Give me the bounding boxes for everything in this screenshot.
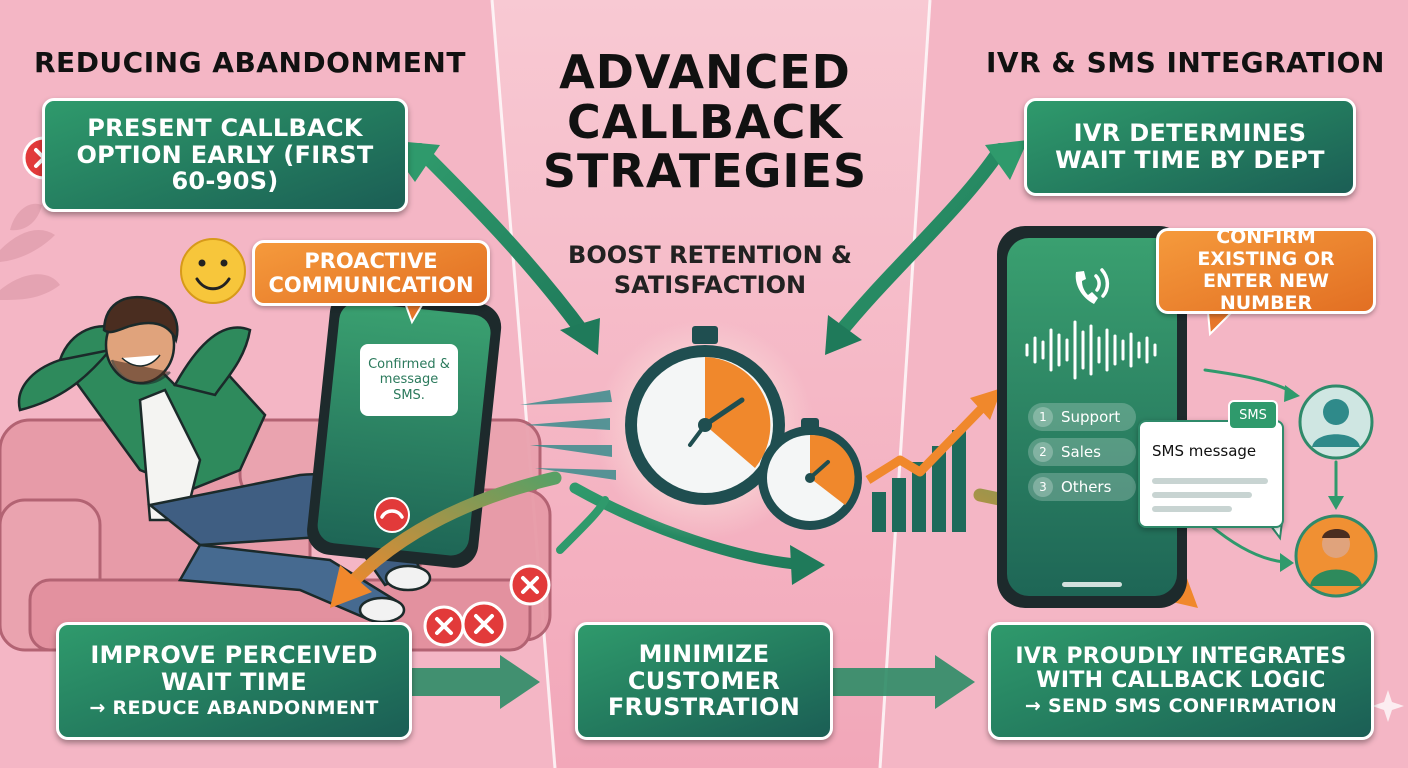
hangup-icon	[374, 497, 410, 533]
card-perceived-wait-sub: → REDUCE ABANDONMENT	[89, 697, 379, 720]
card-ivr-integrates: IVR PROUDLY INTEGRATES WITH CALLBACK LOG…	[988, 622, 1374, 740]
right-heading: IVR & SMS INTEGRATION	[986, 46, 1385, 79]
user-icon	[1298, 384, 1374, 460]
sms-message-card: SMS message	[1138, 420, 1284, 528]
bottom-arrows	[412, 655, 975, 709]
card-perceived-wait: IMPROVE PERCEIVED WAIT TIME → REDUCE ABA…	[56, 622, 412, 740]
sms-message-text: SMS message	[1152, 442, 1257, 460]
phone-message: Confirmed & message SMS.	[360, 344, 458, 416]
card-perceived-wait-main: IMPROVE PERCEIVED WAIT TIME	[90, 641, 378, 697]
sparkle-icon	[1372, 690, 1404, 722]
phone-icon	[1075, 268, 1110, 304]
card-ivr-determines-text: IVR DETERMINES WAIT TIME BY DEPT	[1055, 119, 1325, 174]
sound-wave-icon	[1025, 320, 1157, 380]
bubble-confirm-number: CONFIRM EXISTING OR ENTER NEW NUMBER	[1156, 226, 1376, 314]
bubble-confirm-number-text: CONFIRM EXISTING OR ENTER NEW NUMBER	[1197, 226, 1335, 314]
ivr-menu-number: 1	[1033, 407, 1053, 427]
sms-tag: SMS	[1228, 400, 1278, 430]
stopwatch-icon	[520, 320, 862, 540]
ivr-menu-label: Support	[1061, 408, 1121, 426]
left-heading: REDUCING ABANDONMENT	[34, 46, 466, 79]
page-subtitle: BOOST RETENTION & SATISFACTION	[568, 241, 852, 299]
card-present-callback: PRESENT CALLBACK OPTION EARLY (FIRST 60-…	[42, 98, 408, 212]
left-phone	[307, 290, 502, 568]
x-error-icon	[423, 564, 551, 647]
card-minimize-frustration: MINIMIZE CUSTOMER FRUSTRATION	[575, 622, 833, 740]
card-ivr-integrates-sub: → SEND SMS CONFIRMATION	[1024, 694, 1338, 717]
ivr-menu-item-support[interactable]: 1 Support	[1028, 403, 1136, 431]
ivr-menu-label: Sales	[1061, 443, 1101, 461]
card-present-callback-text: PRESENT CALLBACK OPTION EARLY (FIRST 60-…	[76, 113, 374, 196]
user-icon	[1294, 514, 1378, 598]
ivr-menu-item-others[interactable]: 3 Others	[1028, 473, 1136, 501]
relaxed-person	[17, 295, 432, 624]
card-ivr-determines: IVR DETERMINES WAIT TIME BY DEPT	[1024, 98, 1356, 196]
smiley-icon	[180, 238, 246, 304]
growth-arrow-icon	[865, 388, 1002, 532]
bubble-proactive: PROACTIVE COMMUNICATION	[252, 240, 490, 306]
ivr-menu-number: 3	[1033, 477, 1053, 497]
card-minimize-frustration-text: MINIMIZE CUSTOMER FRUSTRATION	[607, 639, 801, 722]
ivr-menu-number: 2	[1033, 442, 1053, 462]
ivr-menu-label: Others	[1061, 478, 1112, 496]
page-title: ADVANCED CALLBACK STRATEGIES	[542, 45, 868, 199]
card-ivr-integrates-main: IVR PROUDLY INTEGRATES WITH CALLBACK LOG…	[1015, 643, 1347, 694]
bubble-proactive-text: PROACTIVE COMMUNICATION	[268, 248, 474, 297]
ivr-menu-item-sales[interactable]: 2 Sales	[1028, 438, 1136, 466]
